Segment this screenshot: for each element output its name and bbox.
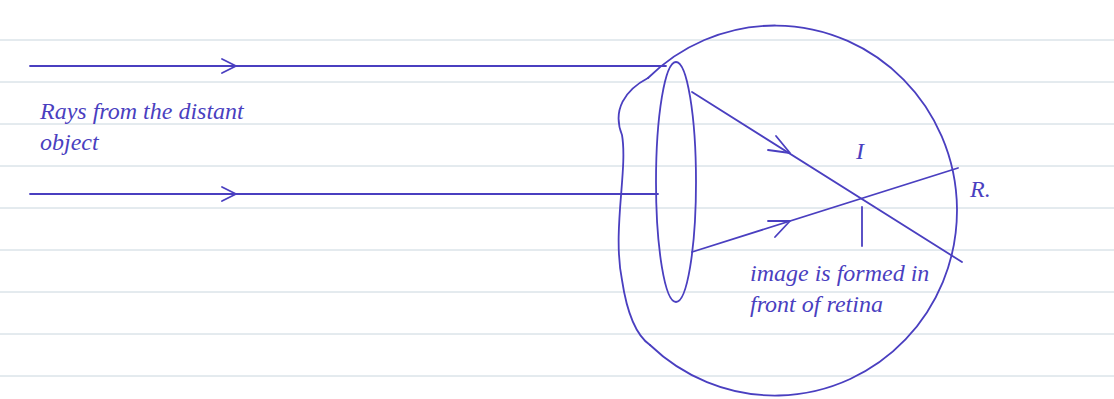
refracted-ray <box>692 92 962 262</box>
eye-lens <box>656 62 696 302</box>
image-marker <box>861 207 863 246</box>
ruled-lines <box>0 40 1114 376</box>
cornea-outline <box>619 78 650 345</box>
ray-arrowhead <box>222 187 236 201</box>
refracted-ray <box>692 168 958 252</box>
rays-label: Rays from the distant object <box>40 96 250 158</box>
retina-label: R. <box>970 174 1030 205</box>
light-ray <box>30 65 666 67</box>
image-point-label: I <box>856 136 896 167</box>
ray-arrowhead <box>768 221 790 237</box>
eyeball-outline <box>648 26 957 396</box>
image-note: image is formed in front of retina <box>750 258 970 320</box>
ray-arrowhead <box>768 136 790 153</box>
light-ray <box>30 193 658 195</box>
ray-arrowhead <box>222 59 236 73</box>
